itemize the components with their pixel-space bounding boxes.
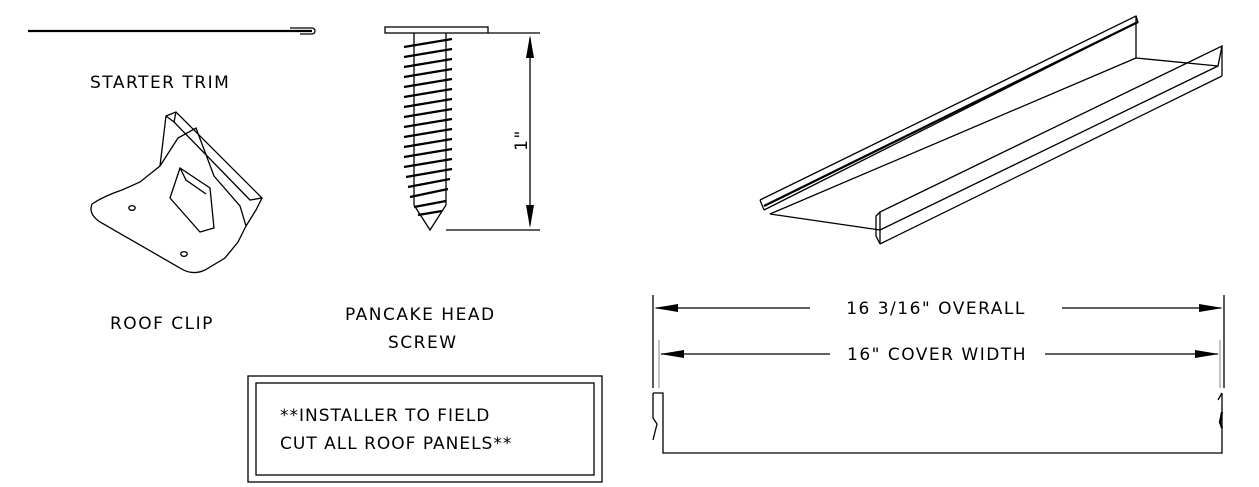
starter-trim-drawing — [28, 27, 316, 35]
panel-isometric-drawing — [759, 15, 1223, 245]
overall-dimension-label: 16 3/16" OVERALL — [846, 299, 1026, 319]
screw-label-line1: PANCAKE HEAD — [345, 305, 496, 325]
installer-note-box — [247, 375, 603, 483]
pancake-screw-drawing — [384, 26, 540, 232]
cover-width-dimension-label: 16" COVER WIDTH — [847, 345, 1027, 365]
screw-length-label: 1" — [512, 129, 532, 151]
panel-section-drawing — [652, 295, 1225, 454]
screw-label-line2: SCREW — [388, 333, 458, 353]
note-line2: CUT ALL ROOF PANELS** — [280, 434, 512, 454]
note-line1: **INSTALLER TO FIELD — [280, 406, 490, 426]
roof-clip-drawing — [90, 111, 263, 274]
starter-trim-label: STARTER TRIM — [90, 73, 230, 93]
roof-clip-label: ROOF CLIP — [110, 314, 214, 334]
